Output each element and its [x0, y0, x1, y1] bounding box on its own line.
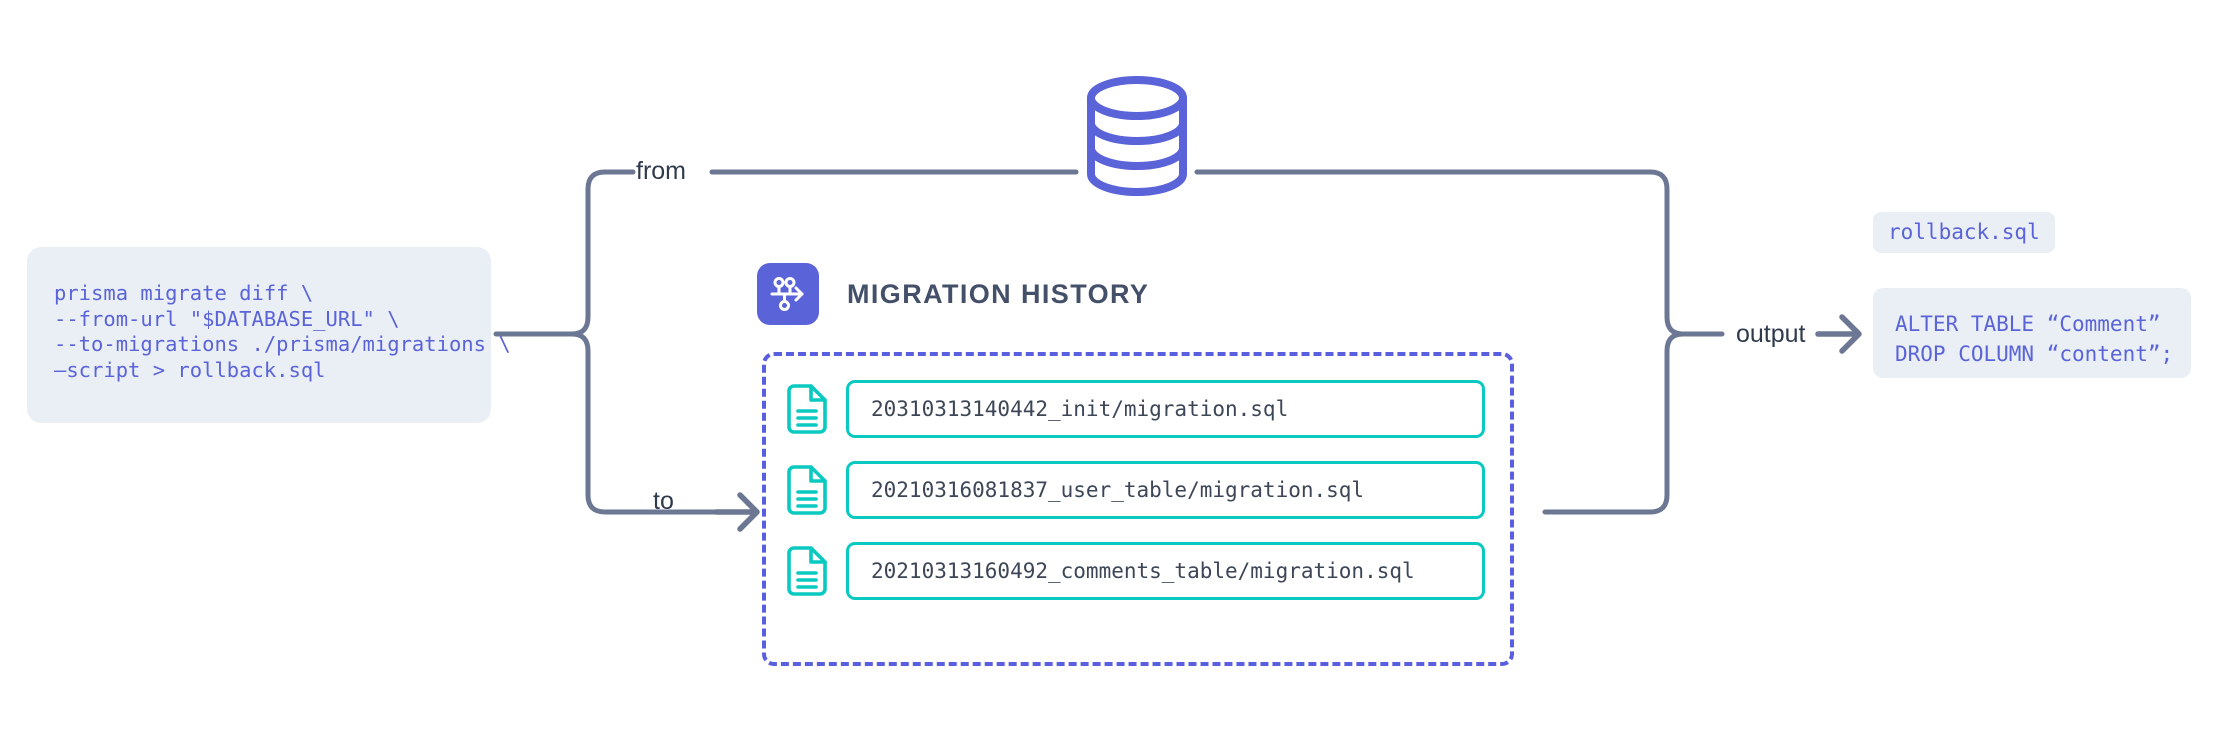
migration-file-name: 20210316081837_user_table/migration.sql: [871, 478, 1365, 502]
document-icon: [787, 465, 827, 515]
label-from: from: [636, 157, 686, 185]
migration-file-box[interactable]: 20210313160492_comments_table/migration.…: [846, 542, 1485, 600]
rollback-filename-chip: rollback.sql: [1873, 212, 2055, 253]
database-icon: [1087, 76, 1187, 196]
git-branch-arrow-icon: [757, 263, 819, 325]
migration-file-row[interactable]: 20210313160492_comments_table/migration.…: [766, 538, 1510, 604]
migration-file-row[interactable]: 20210316081837_user_table/migration.sql: [766, 457, 1510, 523]
prisma-command-block: prisma migrate diff \ --from-url "$DATAB…: [27, 247, 511, 423]
migration-file-name: 20310313140442_init/migration.sql: [871, 397, 1289, 421]
arrow-right-icon-output: [1815, 314, 1862, 354]
migration-file-row[interactable]: 20310313140442_init/migration.sql: [766, 376, 1510, 442]
document-icon: [787, 546, 827, 596]
migration-file-box[interactable]: 20210316081837_user_table/migration.sql: [846, 461, 1485, 519]
rollback-filename: rollback.sql: [1888, 220, 2040, 244]
document-icon: [787, 384, 827, 434]
migration-history-panel: 20310313140442_init/migration.sql 202103…: [762, 352, 1514, 666]
migration-history-header: MIGRATION HISTORY: [757, 263, 1149, 325]
label-to: to: [653, 487, 674, 515]
migration-history-title: MIGRATION HISTORY: [847, 278, 1150, 309]
migration-file-box[interactable]: 20310313140442_init/migration.sql: [846, 380, 1485, 438]
output-sql-block: ALTER TABLE “Comment” DROP COLUMN “conte…: [1873, 288, 2191, 378]
prisma-command-text: prisma migrate diff \ --from-url "$DATAB…: [54, 281, 511, 382]
output-sql-text: ALTER TABLE “Comment” DROP COLUMN “conte…: [1895, 312, 2174, 366]
migration-file-name: 20210313160492_comments_table/migration.…: [871, 559, 1415, 583]
label-output: output: [1736, 320, 1806, 348]
arrow-right-icon-to: [713, 492, 760, 532]
